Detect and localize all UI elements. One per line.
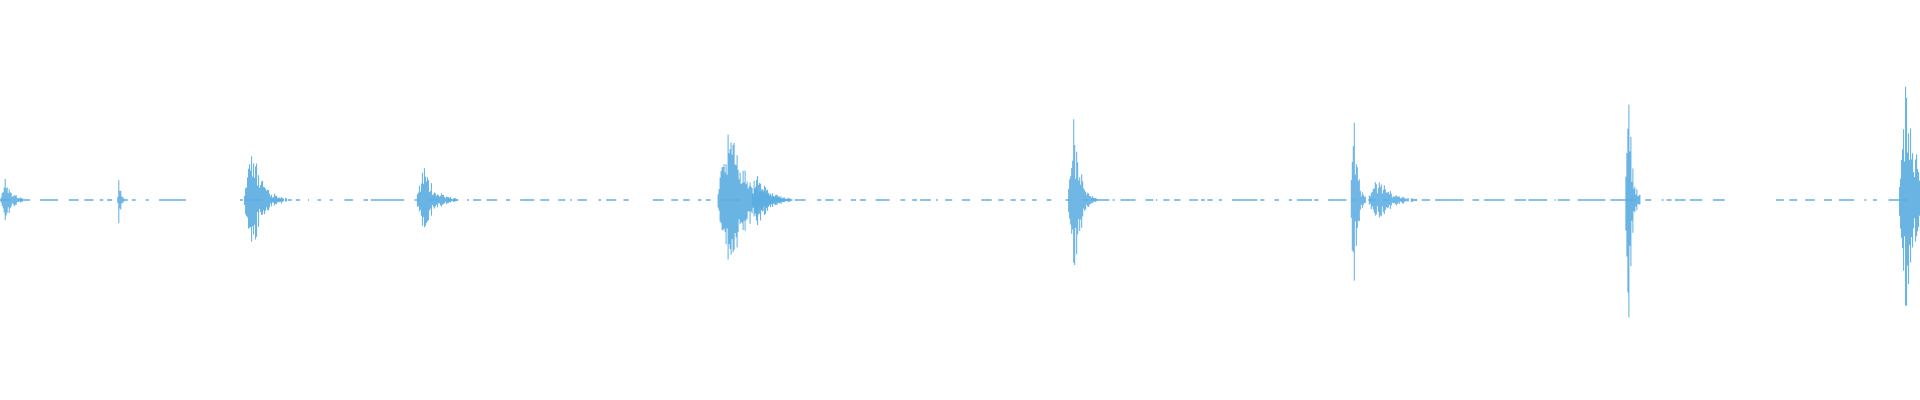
waveform-peaks — [0, 86, 1920, 318]
